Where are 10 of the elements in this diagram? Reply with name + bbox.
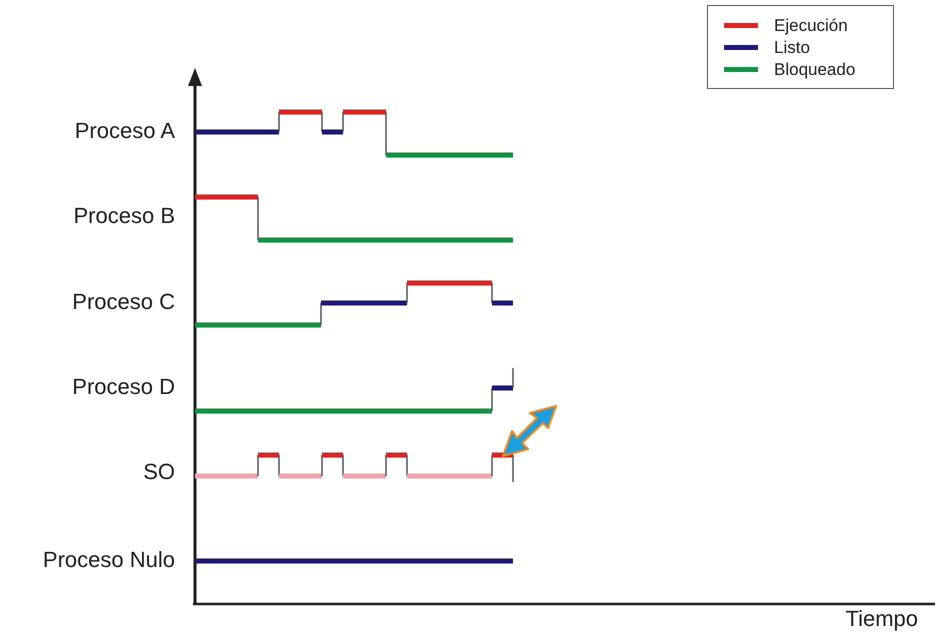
row-label: Proceso D [72, 374, 175, 400]
legend-label: Listo [774, 37, 810, 59]
row-label: Proceso B [74, 203, 175, 229]
row-label: Proceso A [74, 118, 175, 144]
row-label: Proceso C [72, 289, 175, 315]
legend-label: Bloqueado [774, 59, 856, 81]
row-label: SO [143, 459, 175, 485]
legend-label: Ejecución [774, 15, 848, 37]
axis-label: Tiempo [845, 606, 918, 632]
row-label: Proceso Nulo [42, 547, 175, 573]
